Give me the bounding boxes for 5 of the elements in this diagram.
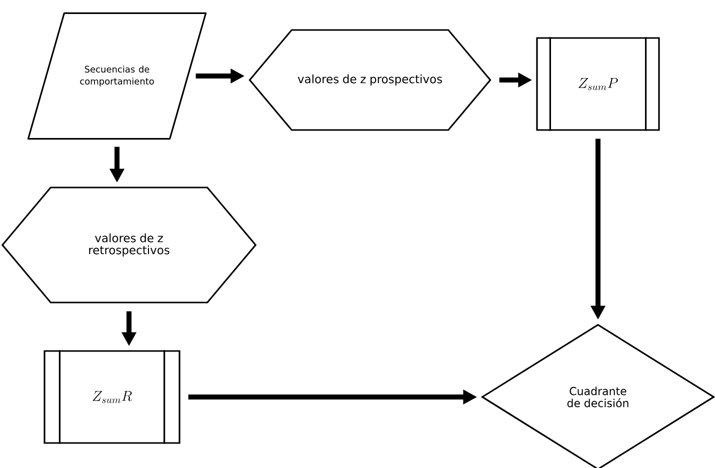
data-parallelogram: Secuencias de comportamiento [27,12,207,140]
predefined-process-box: $Z_{sum}P$ [536,37,660,131]
preparation-hexagon: valores de z prospectivos [248,29,492,131]
preparation-hexagon: valores de z retrospectivos [1,186,257,304]
predefined-process-box: $Z_{sum}R$ [44,350,180,444]
